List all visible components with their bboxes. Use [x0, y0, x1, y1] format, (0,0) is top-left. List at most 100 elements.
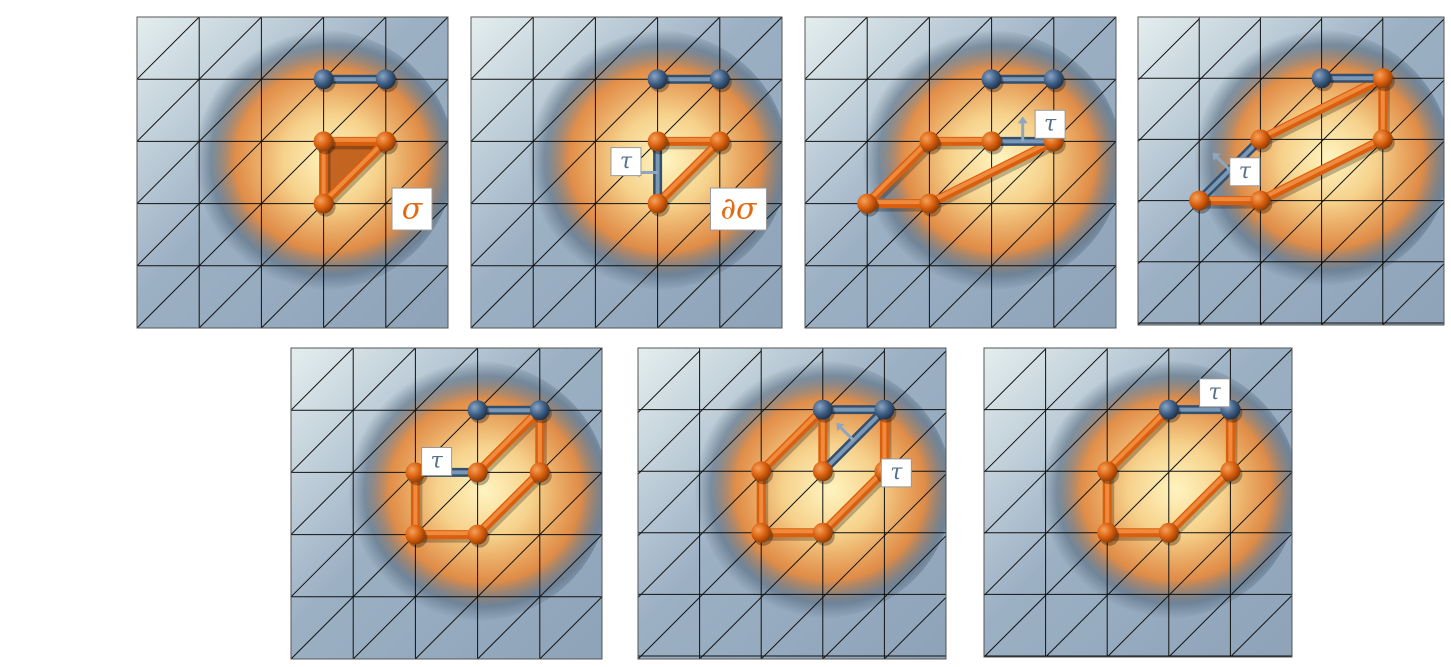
orange-edge-highlight: [1166, 467, 1233, 534]
panel-border: [136, 16, 449, 329]
orange-edge-highlight: [475, 406, 542, 473]
blue-node: [874, 399, 895, 420]
orange-node: [857, 193, 878, 214]
sigma-label: σ: [402, 191, 424, 226]
blue-node: [375, 69, 396, 90]
panel-border: [1137, 16, 1445, 326]
blue-node: [1311, 68, 1332, 89]
label-box: [610, 147, 642, 177]
tau-label: τ: [1239, 159, 1252, 184]
orange-node: [467, 524, 488, 545]
label-box: [880, 458, 912, 488]
orange-node: [1189, 190, 1210, 211]
heat-glow: [514, 29, 782, 291]
blue-node: [313, 69, 334, 90]
panel-border: [637, 347, 947, 660]
label-box: [1229, 157, 1261, 187]
tau-label: τ: [1209, 380, 1222, 405]
orange-node: [1372, 68, 1393, 89]
tau-label: τ: [620, 149, 633, 174]
normal-arrow: [839, 426, 855, 442]
label-box: [1199, 378, 1231, 408]
panel-4: τ: [1137, 16, 1445, 326]
orange-edge-highlight: [655, 137, 722, 205]
arrow-head: [1212, 152, 1221, 161]
heat-glow: [1180, 29, 1444, 287]
normal-arrow: [1216, 156, 1231, 172]
orange-node: [647, 131, 668, 152]
orange-node: [1250, 190, 1271, 211]
orange-node: [1097, 522, 1118, 543]
orange-node: [529, 462, 550, 483]
heat-glow: [180, 29, 448, 291]
orange-edge-highlight: [865, 137, 932, 205]
orange-node: [751, 522, 772, 543]
orange-edge-highlight: [759, 406, 825, 472]
orange-node: [1158, 522, 1179, 543]
orange-node: [467, 462, 488, 483]
label-box: [391, 187, 433, 231]
orange-node: [375, 131, 396, 152]
orange-edge-highlight: [321, 137, 388, 205]
panel-6: τ: [637, 347, 947, 660]
panel-border: [804, 16, 1117, 329]
blue-node: [812, 399, 833, 420]
label-box: [709, 187, 767, 231]
heat-glow: [681, 360, 946, 620]
triangle-mesh: [638, 348, 946, 659]
panel-5: τ: [290, 347, 603, 660]
orange-node: [647, 193, 668, 214]
tau-label: τ: [890, 460, 903, 485]
orange-node: [1097, 461, 1118, 482]
blue-node: [1043, 69, 1064, 90]
orange-edge-highlight: [1105, 406, 1171, 472]
triangle-mesh: [471, 17, 782, 328]
orange-node: [709, 131, 730, 152]
orange-node: [812, 522, 833, 543]
tau-label: τ: [1044, 111, 1057, 136]
blue-node: [1158, 399, 1179, 420]
panel-border: [290, 347, 603, 660]
heat-glow: [1027, 360, 1292, 620]
heat-glow: [848, 29, 1116, 291]
orange-node: [919, 193, 940, 214]
sigma-label: ∂σ: [720, 191, 758, 226]
orange-node: [812, 461, 833, 482]
orange-node: [1372, 129, 1393, 150]
blue-edge-highlight: [820, 407, 887, 474]
orange-node: [1220, 461, 1241, 482]
orange-edge-highlight: [1258, 135, 1385, 202]
tau-label: τ: [431, 449, 444, 474]
blue-node: [981, 69, 1002, 90]
arrow-head: [836, 422, 845, 432]
panel-1: σ: [136, 16, 449, 329]
orange-edge-highlight: [475, 468, 542, 536]
panel-border: [983, 347, 1293, 658]
orange-node: [981, 131, 1002, 152]
orange-node: [1250, 129, 1271, 150]
orange-edge-highlight: [1258, 74, 1385, 140]
blue-node: [529, 400, 550, 421]
label-box: [421, 447, 453, 477]
orange-edge-highlight: [927, 137, 1056, 205]
triangle-mesh: [137, 17, 448, 328]
orange-node: [313, 131, 334, 152]
panel-border: [470, 16, 783, 329]
orange-edge-highlight: [820, 467, 887, 534]
orange-node: [405, 462, 426, 483]
panel-7: τ: [983, 347, 1293, 658]
orange-node: [751, 461, 772, 482]
panel-3: τ: [804, 16, 1117, 329]
blue-node: [709, 69, 730, 90]
blue-node: [647, 69, 668, 90]
panel-2: τ ∂σ: [470, 16, 783, 329]
label-box: [1034, 109, 1066, 139]
orange-node: [313, 193, 334, 214]
orange-node: [405, 524, 426, 545]
arrow-head: [1017, 116, 1028, 124]
blue-node: [467, 400, 488, 421]
heat-glow: [334, 360, 602, 622]
orange-node: [919, 131, 940, 152]
